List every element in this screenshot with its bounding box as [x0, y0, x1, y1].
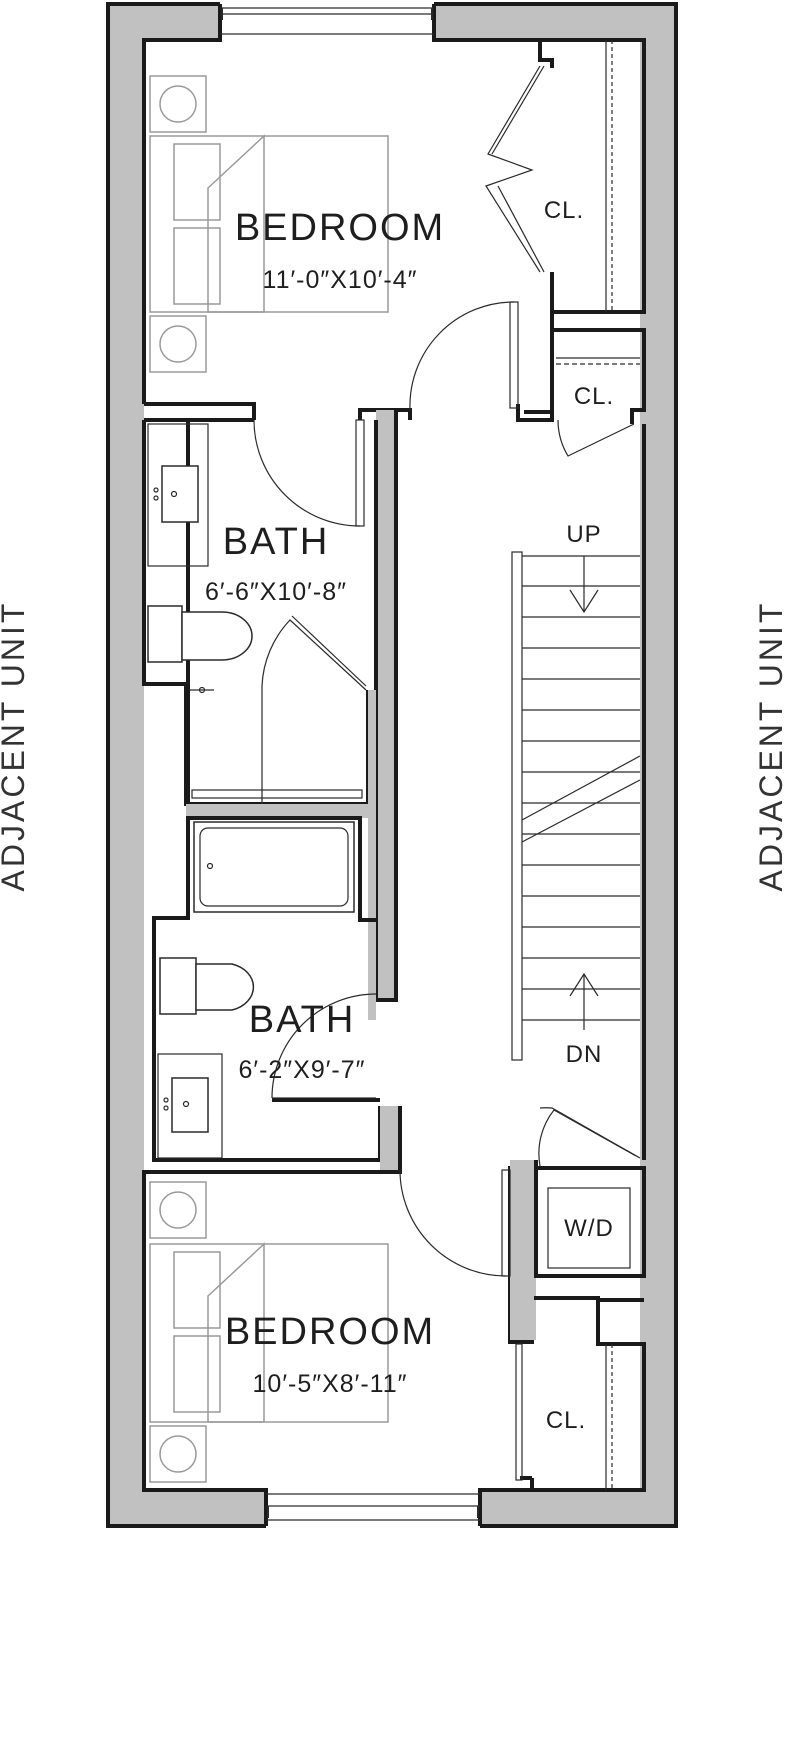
window-bottom — [266, 1493, 480, 1521]
adjacent-unit-right: ADJACENT UNIT — [753, 601, 785, 892]
stair-break-line — [521, 779, 641, 843]
bath-bottom-fixtures — [157, 821, 355, 1159]
window-top — [220, 7, 434, 35]
stair-break-line — [521, 755, 641, 821]
stair-down-arrow-icon — [569, 972, 599, 1030]
bed-bottom — [149, 1181, 389, 1483]
stair-up-label: UP — [566, 521, 601, 548]
closet-label-top: CL. — [544, 197, 584, 224]
interior-walls — [142, 38, 646, 1492]
closet-label-middle: CL. — [574, 383, 614, 410]
room-label-bath-bottom: BATH — [249, 999, 356, 1041]
bed-top — [149, 75, 389, 373]
closet-label-bottom: CL. — [546, 1407, 586, 1434]
bath-top-fixtures — [147, 423, 363, 799]
room-dims-bedroom-bottom: 10′-5″X8′-11″ — [253, 1370, 408, 1398]
room-dims-bath-bottom: 6′-2″X9′-7″ — [238, 1056, 365, 1084]
stair-up-arrow-icon — [569, 556, 599, 614]
washer-dryer — [547, 1187, 631, 1269]
room-label-bedroom-top: BEDROOM — [235, 207, 445, 249]
room-label-bedroom-bottom: BEDROOM — [225, 1311, 435, 1353]
room-label-bath-top: BATH — [223, 521, 330, 563]
closet-shelves — [556, 40, 640, 1490]
room-dims-bath-top: 6′-6″X10′-8″ — [205, 578, 347, 606]
staircase — [511, 551, 641, 1061]
doors — [253, 65, 641, 1481]
adjacent-unit-left: ADJACENT UNIT — [0, 601, 31, 892]
room-dims-bedroom-top: 11′-0″X10′-4″ — [263, 266, 418, 294]
stair-down-label: DN — [566, 1041, 603, 1068]
laundry-label: W/D — [564, 1215, 614, 1242]
